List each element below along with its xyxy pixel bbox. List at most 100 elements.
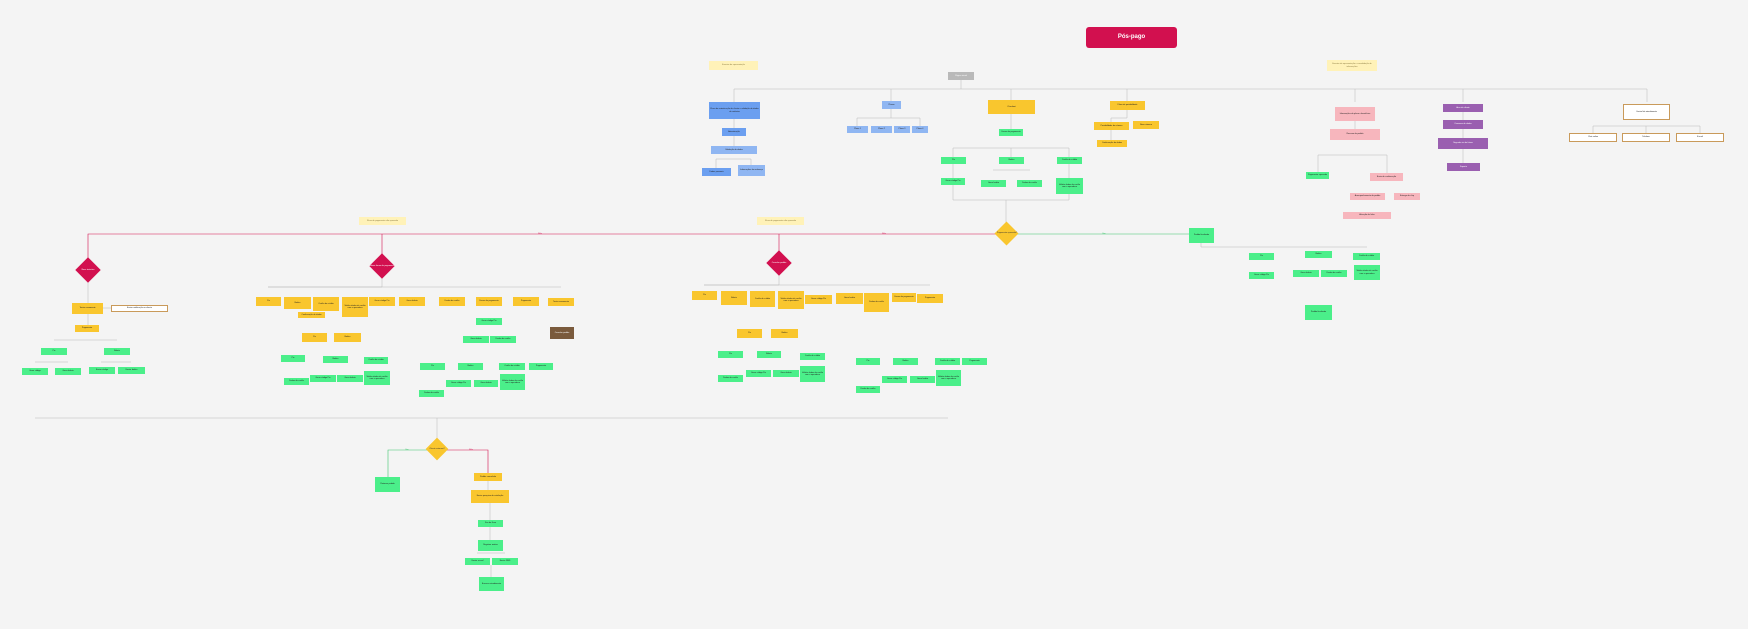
rc-g9: Boleto	[893, 358, 918, 365]
pay-collect	[952, 185, 1070, 201]
edge-label-bottom-no: Não	[469, 448, 473, 451]
mid-g-f: Cartão de crédito	[364, 357, 388, 364]
plan-4: Plano 4	[912, 126, 928, 133]
right-g3: Cartão de crédito	[1353, 253, 1380, 260]
root-node: Página inicial	[948, 72, 974, 80]
purple-b: Consumo de dados	[1443, 120, 1483, 129]
rc-g1: Pix	[718, 351, 743, 358]
option-boleto: Boleto	[999, 157, 1024, 164]
note-right: Eventos de apresentação e consolidação d…	[1327, 60, 1377, 71]
mid-y13: Boleto	[334, 333, 361, 342]
mid-bus	[268, 275, 561, 288]
mid-g-g: Pix	[420, 363, 445, 370]
note-left: Eventos de apresentação	[709, 61, 758, 70]
decision-mid-label: Alterar forma de pagamento	[369, 264, 395, 267]
sub-pix: Gerar código Pix	[941, 178, 965, 185]
right-g6: Dados do cartão	[1321, 270, 1347, 277]
mid-g-h: Boleto	[458, 363, 483, 370]
mid-g-i: Cartão de crédito	[499, 363, 525, 370]
port-bus	[1110, 110, 1128, 122]
mid-g-e: Boleto	[323, 356, 348, 363]
note-mid-left: Fluxo de pagamento não aprovado	[359, 217, 406, 225]
blue-node-5: Informações de endereço	[738, 165, 765, 176]
rc-y10: Pix	[737, 329, 762, 338]
rc-y11: Boleto	[771, 329, 798, 338]
rc-g15: Dados do cartão	[856, 386, 880, 393]
mid-y10: Tentar novamente	[548, 298, 574, 306]
edge-label-no-left: Não	[538, 232, 542, 235]
white-item-1: Chat online	[1569, 133, 1617, 142]
mid-y4: Validar dados do cartão com a operadora	[342, 297, 368, 317]
rc-g2: Boleto	[757, 351, 781, 358]
sub-card: Dados do cartão	[1017, 180, 1042, 187]
rc-y2: Boleto	[721, 291, 747, 305]
option-pix: Pix	[941, 157, 966, 164]
mid-y6: Gerar boleto	[399, 297, 425, 306]
sub-boleto: Gerar boleto	[981, 180, 1006, 187]
page-title: Pós-pago	[1086, 27, 1177, 48]
purple-d: Suporte	[1447, 163, 1480, 171]
port-a: Portabilidade de número	[1094, 122, 1129, 130]
decision-bottom-label: Cliente retornou?	[429, 447, 445, 450]
rc-y7: Dados do cartão	[864, 293, 889, 312]
rc-g6: Validar dados do cartão com a operadora	[800, 366, 825, 382]
main-no-left	[87, 233, 998, 261]
purple-a: Área do cliente	[1443, 104, 1483, 112]
blue-node-2: Autenticação	[722, 128, 746, 136]
mid-g-b: Gerar boleto	[463, 336, 489, 343]
port-b: Novo número	[1133, 121, 1159, 129]
left-sub-1: Gerar código	[22, 368, 48, 375]
rc-g11: Pagamento	[962, 358, 987, 365]
mid-y9: Pagamento	[513, 297, 539, 306]
approved-node: Pedido finalizado	[1189, 228, 1214, 243]
mid-g-c: Dados do cartão	[490, 336, 516, 343]
plans-bus-r	[891, 117, 921, 126]
left-boleto: Boleto	[104, 348, 130, 355]
left-pix: Pix	[41, 348, 67, 355]
rc-y1: Pix	[692, 291, 717, 300]
bottom-yes	[387, 449, 429, 477]
decision-right-label: Cancelar pedido	[771, 261, 787, 264]
mid-brown: Cancelar pedido	[550, 327, 574, 339]
rc-g14: Validar dados do cartão com a operadora	[936, 370, 961, 386]
checkout-head: Checkout	[988, 100, 1035, 114]
port-c: Confirmação de dados	[1097, 140, 1127, 147]
mid-y11: Confirmação de dados	[298, 312, 325, 318]
decision-left-label: Nova tentativa	[81, 268, 95, 271]
option-card: Cartão de crédito	[1057, 157, 1082, 164]
edge-label-yes: Sim	[1102, 232, 1106, 235]
mid-g-p: Gerar boleto	[474, 380, 498, 387]
right-g7: Validar dados do cartão com a operadora	[1354, 265, 1380, 280]
rc-g8: Pix	[856, 358, 880, 365]
rc-g5: Gerar boleto	[773, 370, 799, 377]
left-retry: Tentar novamente	[72, 303, 103, 314]
mid-g-k: Gerar código Pix	[310, 375, 336, 382]
pink-tracking: Acompanhamento do pedido	[1350, 193, 1385, 200]
rc-g4: Gerar código Pix	[746, 370, 771, 377]
rc-y5: Gerar código Pix	[805, 295, 832, 304]
mid-g-l: Gerar boleto	[337, 375, 363, 382]
bottom-chain-1: Pedido cancelado	[474, 473, 502, 481]
decision-main-label: Pagamento aprovado?	[996, 232, 1018, 235]
bottom-chain-3: Fim do fluxo	[478, 520, 503, 527]
rc-g12: Gerar código Pix	[882, 376, 907, 383]
rc-y3: Cartão de crédito	[750, 291, 775, 307]
rc-g10: Cartão de crédito	[935, 358, 960, 365]
right-g8: Pedido finalizado	[1305, 305, 1332, 320]
white-item-3: E-mail	[1676, 133, 1724, 142]
mid-y8: Forma de pagamento	[476, 297, 502, 306]
pink-head: Informações do plano e benefícios	[1335, 107, 1375, 121]
port-head: Fluxo de portabilidade	[1110, 101, 1145, 110]
pink-confirmation: Envio de confirmação	[1370, 173, 1403, 181]
rc-g7: Dados do cartão	[718, 375, 743, 382]
rc-y4: Validar dados do cartão com a operadora	[778, 291, 804, 309]
white-head: Central de atendimento	[1623, 104, 1670, 120]
blue-node-3: Validação de dados	[711, 146, 757, 154]
right-bus	[1200, 243, 1367, 248]
rc-g3: Cartão de crédito	[800, 353, 825, 360]
mid-g-q: Validar dados do cartão com a operadora	[500, 374, 525, 390]
mid-y12: Pix	[302, 333, 327, 342]
bottom-chain-6: Enviar SMS	[492, 558, 518, 565]
bottom-chain-5: Enviar e-mail	[465, 558, 490, 565]
plans-bus-l	[856, 109, 892, 126]
